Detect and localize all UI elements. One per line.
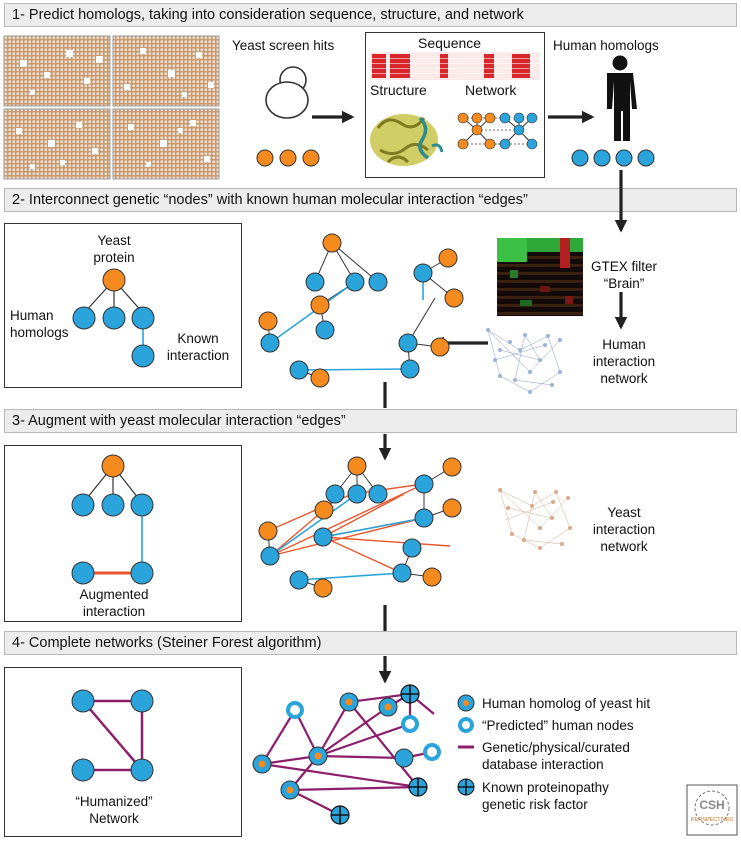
yeast-cell-icon <box>265 66 309 119</box>
network-comparison-image <box>457 112 538 150</box>
step-4-header: 4- Complete networks (Steiner Forest alg… <box>4 631 737 655</box>
legend-panel-step4 <box>4 667 242 837</box>
step-3-header: 3- Augment with yeast molecular interact… <box>4 409 737 433</box>
legend-risk-factor-symbol <box>457 778 475 796</box>
legend-homolog-symbol <box>457 694 475 712</box>
legend-panel-step3 <box>4 445 242 622</box>
gtex-filter-label: GTEX filter“Brain” <box>590 259 657 291</box>
network-label: Network <box>465 82 517 98</box>
legend-graph-step2 <box>72 268 155 368</box>
yeast-screen-hits-label: Yeast screen hits <box>232 38 335 53</box>
legend-panel-step2 <box>4 223 242 388</box>
protein-structure-image <box>370 114 444 166</box>
legend-graph-step3 <box>71 454 154 585</box>
yeast-interaction-network-image <box>498 488 572 550</box>
screen-plates-image <box>3 35 220 180</box>
legend-homolog-text: Human homolog of yeast hit <box>482 696 651 711</box>
main-network-step3 <box>258 456 462 598</box>
step-2-header: 2- Interconnect genetic “nodes” with kno… <box>4 188 737 212</box>
main-network-step4 <box>252 684 441 825</box>
step-1-header: 1- Predict homologs, taking into conside… <box>4 3 737 27</box>
main-network-step2 <box>258 233 464 388</box>
human-homolog-nodes <box>571 149 655 167</box>
legend-interaction-text-1: Genetic/physical/curated <box>482 740 630 755</box>
legend-interaction-text-2: database interaction <box>482 757 604 772</box>
sequence-label: Sequence <box>418 35 482 51</box>
arrows <box>312 110 628 684</box>
sequence-alignment-image <box>370 52 540 80</box>
legend-graph-step4 <box>71 689 154 782</box>
legend-risk-factor-text-1: Known proteinopathy <box>482 780 609 795</box>
csh-logo-text: CSH <box>699 798 725 812</box>
human-homologs-label: Human homologs <box>553 38 659 53</box>
legend-risk-factor-text-2: genetic risk factor <box>482 797 588 812</box>
csh-logo <box>686 784 738 836</box>
structure-label: Structure <box>370 82 427 98</box>
gtex-heatmap-image <box>497 238 583 316</box>
homolog-nodes-step4 <box>252 692 414 800</box>
human-silhouette-icon <box>607 55 637 141</box>
human-interaction-network-image <box>486 328 562 394</box>
csh-logo-subtext: PERSPECTIVES <box>690 817 734 823</box>
yeast-hit-nodes <box>256 149 320 167</box>
legend-predicted-text: “Predicted” human nodes <box>482 718 634 733</box>
humanized-network-label: “Humanized”Network <box>75 794 153 826</box>
legend-predicted-symbol <box>458 717 474 733</box>
